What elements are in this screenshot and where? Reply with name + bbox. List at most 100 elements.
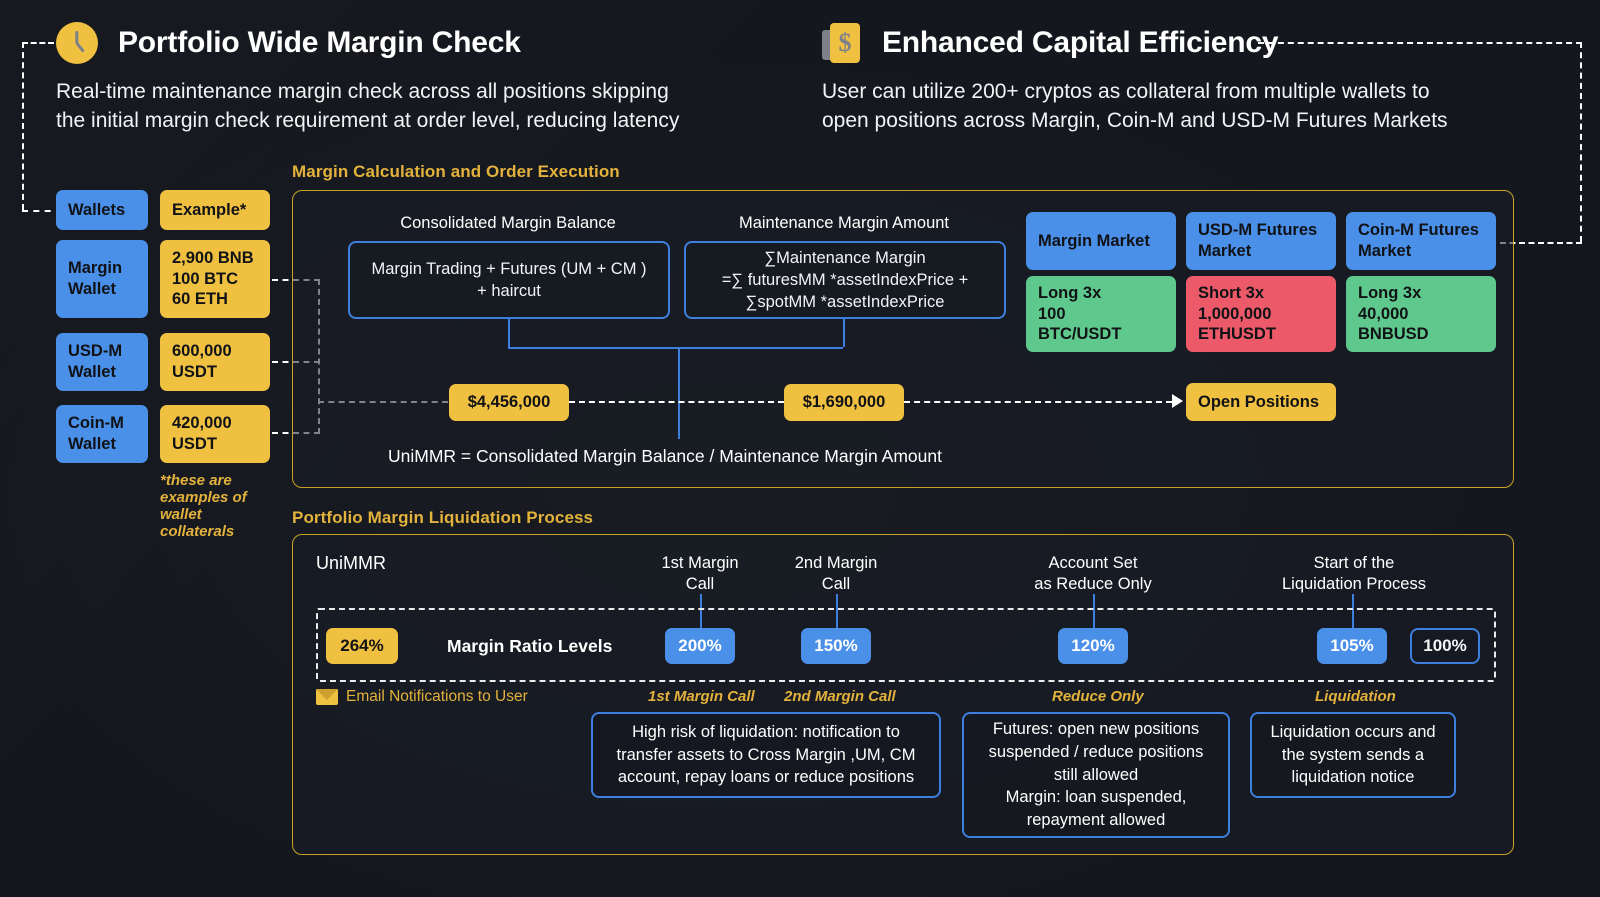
- note2-line5: repayment allowed: [1026, 811, 1166, 830]
- cmb-value-label: $4,456,000: [467, 393, 551, 412]
- cmb-formula-line2: + haircut: [477, 282, 541, 300]
- note3-line1: Liquidation occurs and: [1270, 722, 1436, 741]
- wallet-value-coinm-line2: USDT: [172, 435, 217, 453]
- example-header-chip: Example*: [160, 190, 270, 230]
- market-margin-name-line1: Margin Market: [1038, 231, 1150, 250]
- clock-icon: [56, 22, 98, 64]
- bracket-left-top: [22, 42, 54, 44]
- money-icon-front: $: [830, 23, 860, 63]
- wallet-footnote: *these are examples of wallet collateral…: [160, 472, 280, 540]
- mma-formula-line3: ∑spotMM *assetIndexPrice: [745, 293, 945, 312]
- wallet-name-coinm-line2: Wallet: [68, 435, 116, 453]
- open-positions-chip[interactable]: Open Positions: [1186, 383, 1336, 421]
- position-card-margin-market: Long 3x 100 BTC/USDT: [1026, 276, 1176, 352]
- wallet-name-coinm[interactable]: Coin-M Wallet: [56, 405, 148, 463]
- open-positions-label: Open Positions: [1198, 392, 1320, 411]
- stage4-caption-line2: Liquidation Process: [1281, 574, 1426, 593]
- header2-body-line1: User can utilize 200+ cryptos as collate…: [822, 80, 1430, 103]
- consolidated-margin-balance-caption: Consolidated Margin Balance: [400, 214, 616, 232]
- market-card-coinm-futures[interactable]: Coin-M Futures Market: [1346, 212, 1496, 270]
- position-coinm-line1: Long 3x: [1358, 284, 1422, 303]
- market-coinm-name-line1: Coin-M Futures: [1358, 221, 1479, 240]
- note3-line2: the system sends a: [1281, 745, 1425, 764]
- wallet-value-coinm: 420,000 USDT: [160, 405, 270, 463]
- flow-value-to-open-positions: [904, 401, 1172, 403]
- position-card-usdm-futures: Short 3x 1,000,000 ETHUSDT: [1186, 276, 1336, 352]
- wallet-value-usdm: 600,000 USDT: [160, 333, 270, 391]
- wallet-value-margin-line3: 60 ETH: [172, 290, 228, 309]
- money-icon: $: [822, 21, 862, 65]
- note2-line3: still allowed: [1053, 765, 1139, 784]
- wallet-footnote-line1: *these are: [160, 472, 232, 489]
- wallet-footnote-line3: wallet: [160, 506, 202, 523]
- stage3-caption-line2: as Reduce Only: [1034, 574, 1152, 593]
- wallets-header-chip: Wallets: [56, 190, 148, 230]
- note2-line4: Margin: loan suspended,: [1005, 788, 1187, 807]
- position-usdm-line3: ETHUSDT: [1198, 325, 1276, 344]
- stage-caption-reduce-only: Account Set as Reduce Only: [1000, 553, 1186, 594]
- header2-body-line2: open positions across Margin, Coin-M and…: [822, 109, 1448, 132]
- cmb-formula-line1: Margin Trading + Futures (UM + CM ): [371, 259, 647, 278]
- cmb-down-line: [508, 319, 510, 347]
- ratio-chip-105-label: 105%: [1330, 636, 1374, 656]
- stage2-caption-line1: 2nd Margin: [794, 554, 878, 572]
- wallets-header-label: Wallets: [68, 200, 126, 219]
- email-icon: [316, 689, 338, 705]
- bracket-right-vertical: [1580, 42, 1582, 242]
- note2-line2: suspended / reduce positions: [988, 742, 1204, 761]
- position-usdm-line2: 1,000,000: [1198, 304, 1272, 323]
- header-money-icon-wrap: $: [822, 21, 862, 65]
- liquidation-panel: [292, 534, 1514, 855]
- consolidated-margin-balance-box: Margin Trading + Futures (UM + CM ) + ha…: [348, 241, 670, 319]
- stage3-caption-line1: Account Set: [1048, 554, 1138, 572]
- stage-tag-reduce-only: Reduce Only: [1052, 688, 1144, 705]
- margin-panel-label: Margin Calculation and Order Execution: [292, 162, 620, 181]
- market-card-margin-market[interactable]: Margin Market: [1026, 212, 1176, 270]
- ratio-chip-200-label: 200%: [678, 636, 722, 656]
- note-box-margin-call: High risk of liquidation: notification t…: [591, 712, 941, 798]
- stage-caption-2nd-margin-call: 2nd Margin Call: [756, 553, 916, 594]
- ratio-chip-100: 100%: [1410, 628, 1480, 664]
- flow-value-to-value: [569, 401, 784, 403]
- maintenance-margin-amount-caption: Maintenance Margin Amount: [738, 214, 950, 232]
- stage-tag-liquidation: Liquidation: [1315, 688, 1396, 705]
- email-notifications-label: Email Notifications to User: [346, 688, 528, 705]
- bracket-left-bottom: [22, 210, 62, 212]
- wallet-name-usdm-line1: USD-M: [68, 342, 123, 361]
- position-coinm-line2: 40,000: [1358, 304, 1409, 323]
- wallet-name-usdm[interactable]: USD-M Wallet: [56, 333, 148, 391]
- bracket-right-bottom: [1500, 242, 1582, 244]
- mma-down-line: [843, 319, 845, 347]
- consolidated-margin-balance-value: $4,456,000: [449, 384, 569, 421]
- email-notifications-row: Email Notifications to User: [316, 688, 528, 706]
- current-unimmr-chip: 264%: [326, 628, 398, 664]
- liquidation-panel-label: Portfolio Margin Liquidation Process: [292, 508, 594, 527]
- current-unimmr-label: 264%: [340, 636, 384, 656]
- wallet-name-margin-line1: Margin: [68, 259, 123, 278]
- wallet-name-margin-line2: Wallet: [68, 280, 116, 298]
- ratio-chip-150: 150%: [801, 628, 871, 664]
- wallet-value-margin: 2,900 BNB 100 BTC 60 ETH: [160, 240, 270, 318]
- stage1-caption-line1: 1st Margin: [661, 554, 739, 572]
- market-coinm-name-line2: Market: [1358, 242, 1412, 260]
- position-margin-line3: BTC/USDT: [1038, 325, 1122, 344]
- bracket-right-top: [1258, 42, 1582, 44]
- position-margin-line2: 100: [1038, 304, 1066, 323]
- margin-ratio-row-outline: [316, 608, 1496, 682]
- market-card-usdm-futures[interactable]: USD-M Futures Market: [1186, 212, 1336, 270]
- ratio-chip-200: 200%: [665, 628, 735, 664]
- note1-line2: transfer assets to Cross Margin ,UM, CM: [616, 745, 916, 764]
- stage-caption-liquidation-start: Start of the Liquidation Process: [1258, 553, 1450, 594]
- position-margin-line1: Long 3x: [1038, 284, 1102, 303]
- position-coinm-line3: BNBUSD: [1358, 325, 1429, 344]
- stage4-stem: [1352, 594, 1354, 630]
- mma-value-label: $1,690,000: [802, 393, 886, 412]
- stage-caption-1st-margin-call: 1st Margin Call: [620, 553, 780, 594]
- stage2-stem: [836, 594, 838, 630]
- wallet-value-usdm-line1: 600,000: [172, 342, 232, 361]
- stage2-caption-line2: Call: [821, 574, 851, 593]
- wallet-name-margin[interactable]: Margin Wallet: [56, 240, 148, 318]
- note-box-reduce-only: Futures: open new positions suspended / …: [962, 712, 1230, 838]
- stage4-caption-line1: Start of the: [1313, 554, 1395, 572]
